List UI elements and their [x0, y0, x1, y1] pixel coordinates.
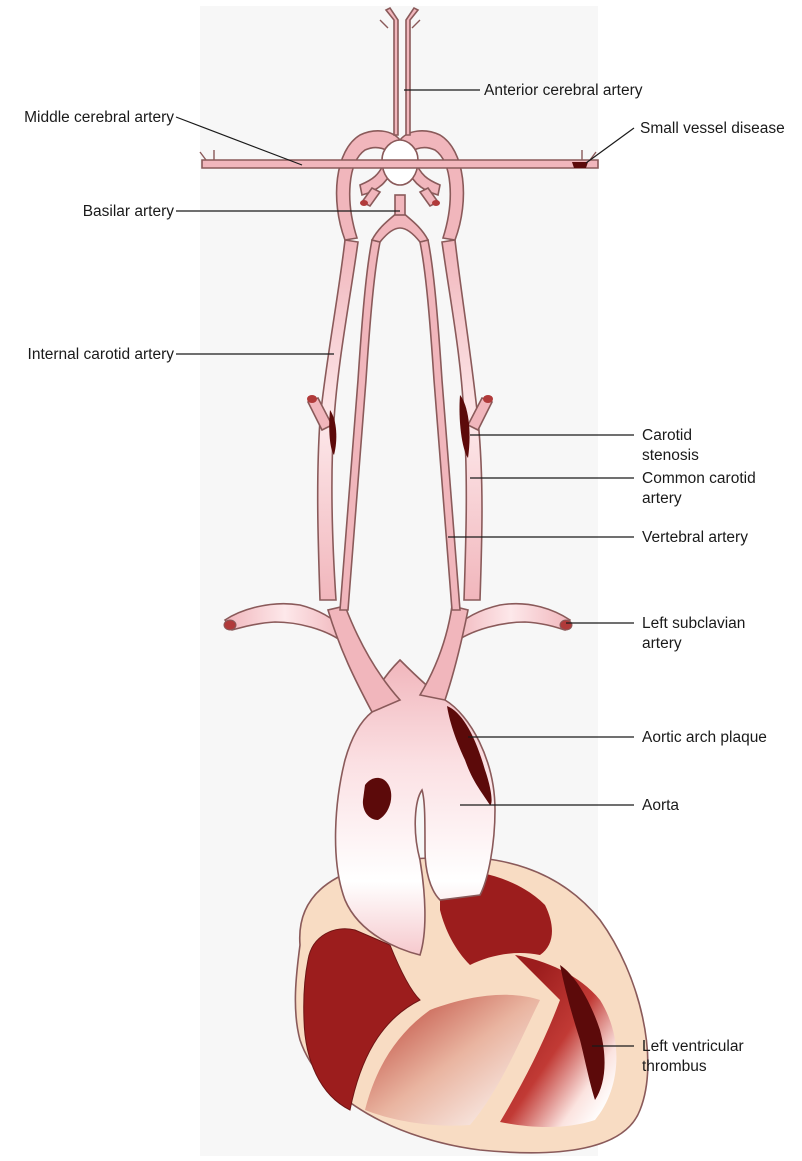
label-left-subclavian-line1: Left subclavian: [642, 615, 745, 632]
label-anterior-cerebral: Anterior cerebral artery: [484, 82, 643, 99]
label-aortic-plaque: Aortic arch plaque: [642, 729, 767, 746]
label-carotid-stenosis-line1: Carotid: [642, 427, 692, 444]
label-left-subclavian-line2: artery: [642, 635, 682, 652]
label-internal-carotid: Internal carotid artery: [28, 346, 175, 363]
label-lv-thrombus-line2: thrombus: [642, 1058, 707, 1075]
small-vessel-plaque: [572, 162, 588, 168]
middle-cerebral-vessel: [202, 160, 598, 168]
label-basilar: Basilar artery: [83, 203, 175, 220]
label-common-carotid-line2: artery: [642, 490, 682, 507]
label-vertebral: Vertebral artery: [642, 529, 748, 546]
label-small-vessel: Small vessel disease: [640, 120, 785, 137]
label-aorta: Aorta: [642, 797, 679, 814]
label-carotid-stenosis-line2: stenosis: [642, 447, 699, 464]
label-common-carotid-line1: Common carotid: [642, 470, 756, 487]
label-middle-cerebral: Middle cerebral artery: [24, 109, 174, 126]
label-lv-thrombus-line1: Left ventricular: [642, 1038, 744, 1055]
